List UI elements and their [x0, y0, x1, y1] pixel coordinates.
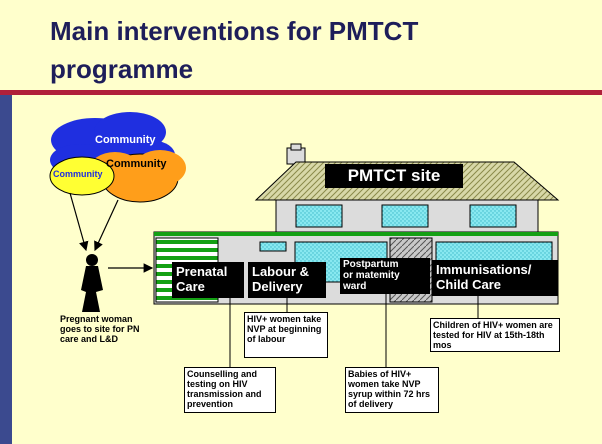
pregnant-woman-caption: Pregnant woman goes to site for PN care … — [60, 314, 140, 344]
room-postpartum-line2: or matemity — [343, 270, 400, 281]
cloud-label-top: Community — [95, 134, 156, 146]
room-prenatal-line1: Prenatal — [176, 264, 228, 279]
room-postpartum-line3: ward — [343, 281, 367, 292]
cloud-label-small: Community — [53, 169, 103, 179]
room-immunisation-line2: Child Care — [436, 277, 502, 292]
room-immunisations-child-care: Immunisations/ Child Care — [432, 260, 558, 296]
room-labour-line2: Delivery — [252, 279, 303, 294]
slide-title: Main interventions for PMTCT programme — [50, 12, 570, 88]
room-prenatal-care: Prenatal Care — [172, 262, 244, 298]
left-sidebar-bar — [0, 95, 12, 444]
arrow-cloud-to-woman-2 — [94, 199, 119, 252]
title-line-1: Main interventions for PMTCT — [50, 16, 419, 46]
note-counselling: Counselling and testing on HIV transmiss… — [184, 367, 276, 413]
note-nvp-labour: HIV+ women take NVP at beginning of labo… — [244, 312, 328, 358]
title-area: Main interventions for PMTCT programme — [0, 0, 602, 88]
room-labour-delivery: Labour & Delivery — [248, 262, 326, 298]
room-postpartum-line1: Postpartum — [343, 259, 399, 270]
community-cloud-yellow — [49, 156, 115, 196]
cloud-label-middle: Community — [106, 158, 167, 170]
title-line-2: programme — [50, 54, 194, 84]
site-name-banner: PMTCT site — [325, 164, 463, 188]
room-immunisation-line1: Immunisations/ — [436, 262, 532, 277]
arrow-cloud-to-woman-1 — [69, 192, 89, 252]
site-name-text: PMTCT site — [347, 166, 441, 185]
room-postpartum-ward: Postpartum or matemity ward — [340, 258, 430, 294]
pregnant-woman-icon — [81, 254, 103, 312]
room-labour-line1: Labour & — [252, 264, 310, 279]
note-babies-nvp: Babies of HIV+ women take NVP syrup with… — [345, 367, 439, 413]
title-divider — [0, 90, 602, 95]
room-prenatal-line2: Care — [176, 279, 205, 294]
note-children-tested: Children of HIV+ women are tested for HI… — [430, 318, 560, 352]
